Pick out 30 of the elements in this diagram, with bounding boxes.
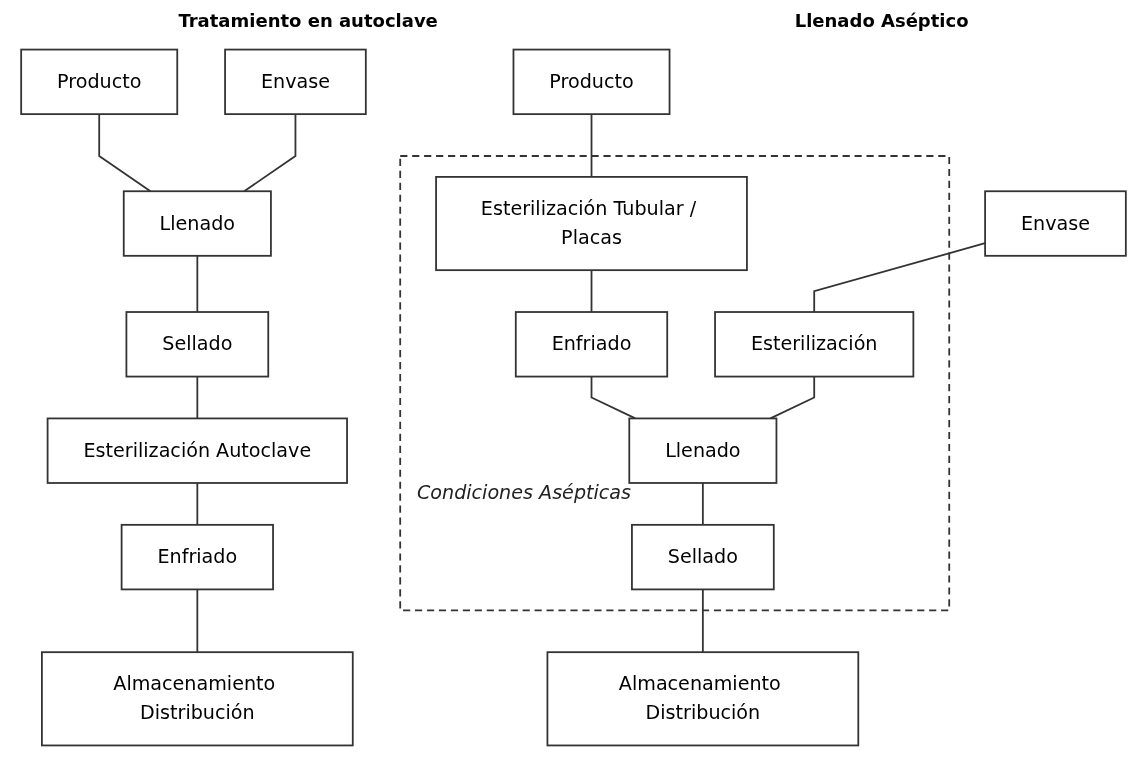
node-box: Enfriado (120, 523, 274, 591)
connector (590, 375, 637, 420)
connector (98, 113, 152, 193)
connector (701, 588, 704, 654)
connector (590, 113, 593, 178)
connector (243, 113, 297, 193)
connector (196, 375, 199, 420)
node-box: Producto (512, 48, 671, 116)
connector (701, 482, 704, 526)
node-box: Sellado (631, 523, 775, 591)
connector (196, 482, 199, 526)
node-box: Llenado (628, 417, 778, 484)
connector (769, 375, 816, 420)
node-box: Esterilización (714, 311, 915, 378)
node-box: Llenado (122, 190, 272, 257)
connector (590, 269, 593, 313)
node-box: Almacenamiento Distribución (41, 651, 354, 747)
node-box: Envase (984, 190, 1127, 257)
node-box: Envase (224, 48, 367, 116)
node-box: Esterilización Tubular / Placas (435, 176, 748, 272)
connector (813, 242, 986, 313)
node-box: Enfriado (514, 311, 669, 378)
connector (196, 254, 199, 313)
column-heading: Tratamiento en autoclave (178, 9, 438, 31)
node-box: Esterilización Autoclave (46, 417, 348, 484)
node-box: Sellado (125, 311, 270, 378)
column-heading: Llenado Aséptico (794, 9, 969, 31)
node-box: Producto (20, 48, 179, 116)
node-box: Almacenamiento Distribución (546, 651, 860, 747)
connector (196, 588, 199, 654)
